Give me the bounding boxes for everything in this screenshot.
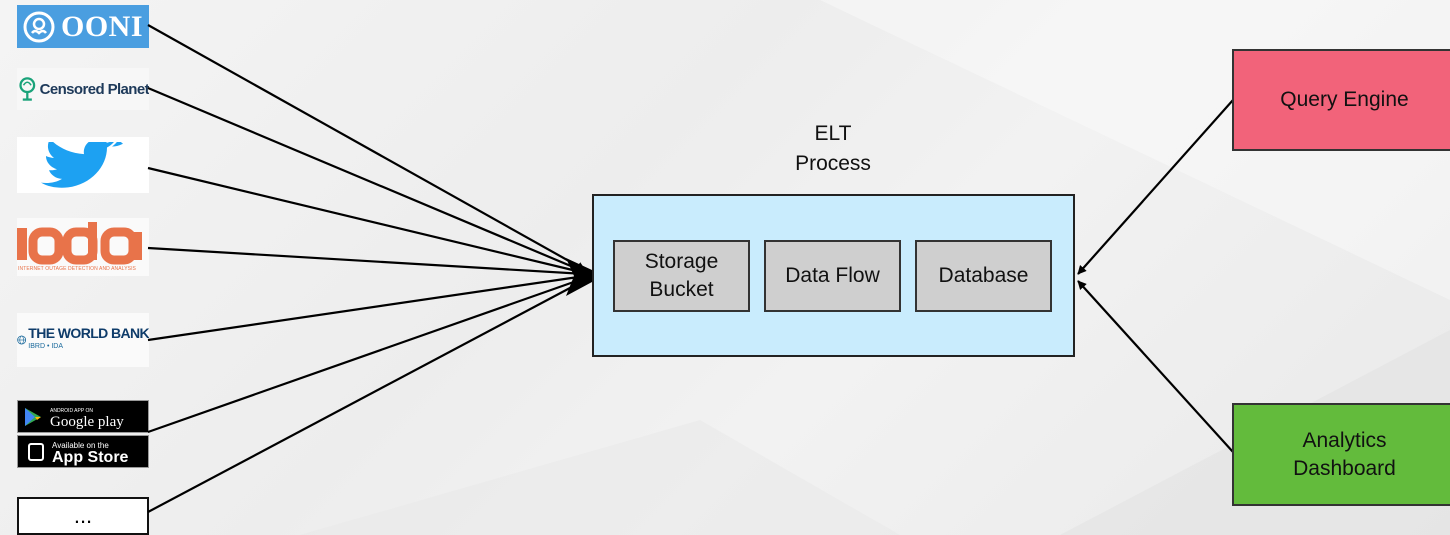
ioda-subtitle: INTERNET OUTAGE DETECTION AND ANALYSIS	[18, 266, 136, 272]
edge-app-stores	[147, 276, 586, 434]
ooni-label: OONI	[61, 9, 144, 43]
storage-bucket-line2: Bucket	[649, 278, 714, 301]
more-sources-box: ...	[17, 497, 149, 535]
google-play-label: Google play	[50, 413, 124, 430]
data-flow-label: Data Flow	[785, 264, 880, 287]
censored-planet-label: Censored Planet	[39, 80, 149, 98]
world-bank-subtitle: IBRD • IDA	[28, 343, 64, 350]
twitter-logo	[17, 137, 149, 193]
censored-planet-icon	[19, 77, 36, 101]
app-store-small-label: Available on the	[52, 440, 109, 450]
google-play-icon	[25, 407, 41, 426]
edge-query-engine	[1077, 99, 1234, 275]
storage-bucket-line1: Storage	[644, 250, 719, 273]
analytics-line1: Analytics	[1302, 428, 1387, 452]
world-bank-globe-icon	[17, 335, 27, 345]
ioda-logo-icon	[17, 222, 142, 265]
app-store-badge: Available on the App Store	[17, 435, 149, 468]
analytics-dashboard-node: Analytics Dashboard	[1232, 403, 1450, 506]
query-engine-node: Query Engine	[1232, 49, 1450, 151]
edge-analytics	[1077, 280, 1234, 453]
elt-caption-line2: Process	[795, 152, 871, 175]
app-store-label: App Store	[52, 448, 129, 466]
query-engine-label: Query Engine	[1280, 88, 1409, 111]
edge-ioda	[147, 246, 586, 279]
google-play-small-label: ANDROID APP ON	[50, 407, 93, 414]
censored-planet-logo: Censored Planet	[17, 68, 149, 110]
edge-censored-planet	[147, 86, 586, 274]
database-label: Database	[938, 264, 1029, 287]
data-flow-node: Data Flow	[764, 240, 901, 312]
edge-more	[147, 279, 586, 513]
world-bank-logo: THE WORLD BANK IBRD • IDA	[17, 313, 149, 367]
edge-ooni	[147, 24, 586, 271]
elt-input-arrowhead	[566, 258, 592, 296]
storage-bucket-node: Storage Bucket	[613, 240, 750, 312]
ioda-logo: INTERNET OUTAGE DETECTION AND ANALYSIS	[17, 218, 149, 276]
world-bank-label: THE WORLD BANK	[28, 325, 149, 341]
database-node: Database	[915, 240, 1052, 312]
google-play-badge: ANDROID APP ON Google play	[17, 400, 149, 433]
ooni-octopus-icon	[23, 11, 55, 42]
more-sources-label: ...	[73, 503, 93, 528]
twitter-bird-icon	[41, 142, 123, 188]
elt-caption-line1: ELT	[814, 122, 852, 145]
elt-caption: ELT Process	[770, 119, 896, 179]
analytics-line2: Dashboard	[1293, 456, 1396, 480]
apple-icon	[28, 442, 44, 461]
ooni-logo: OONI	[17, 5, 149, 48]
edge-twitter	[147, 166, 586, 276]
edge-world-bank	[147, 272, 586, 342]
